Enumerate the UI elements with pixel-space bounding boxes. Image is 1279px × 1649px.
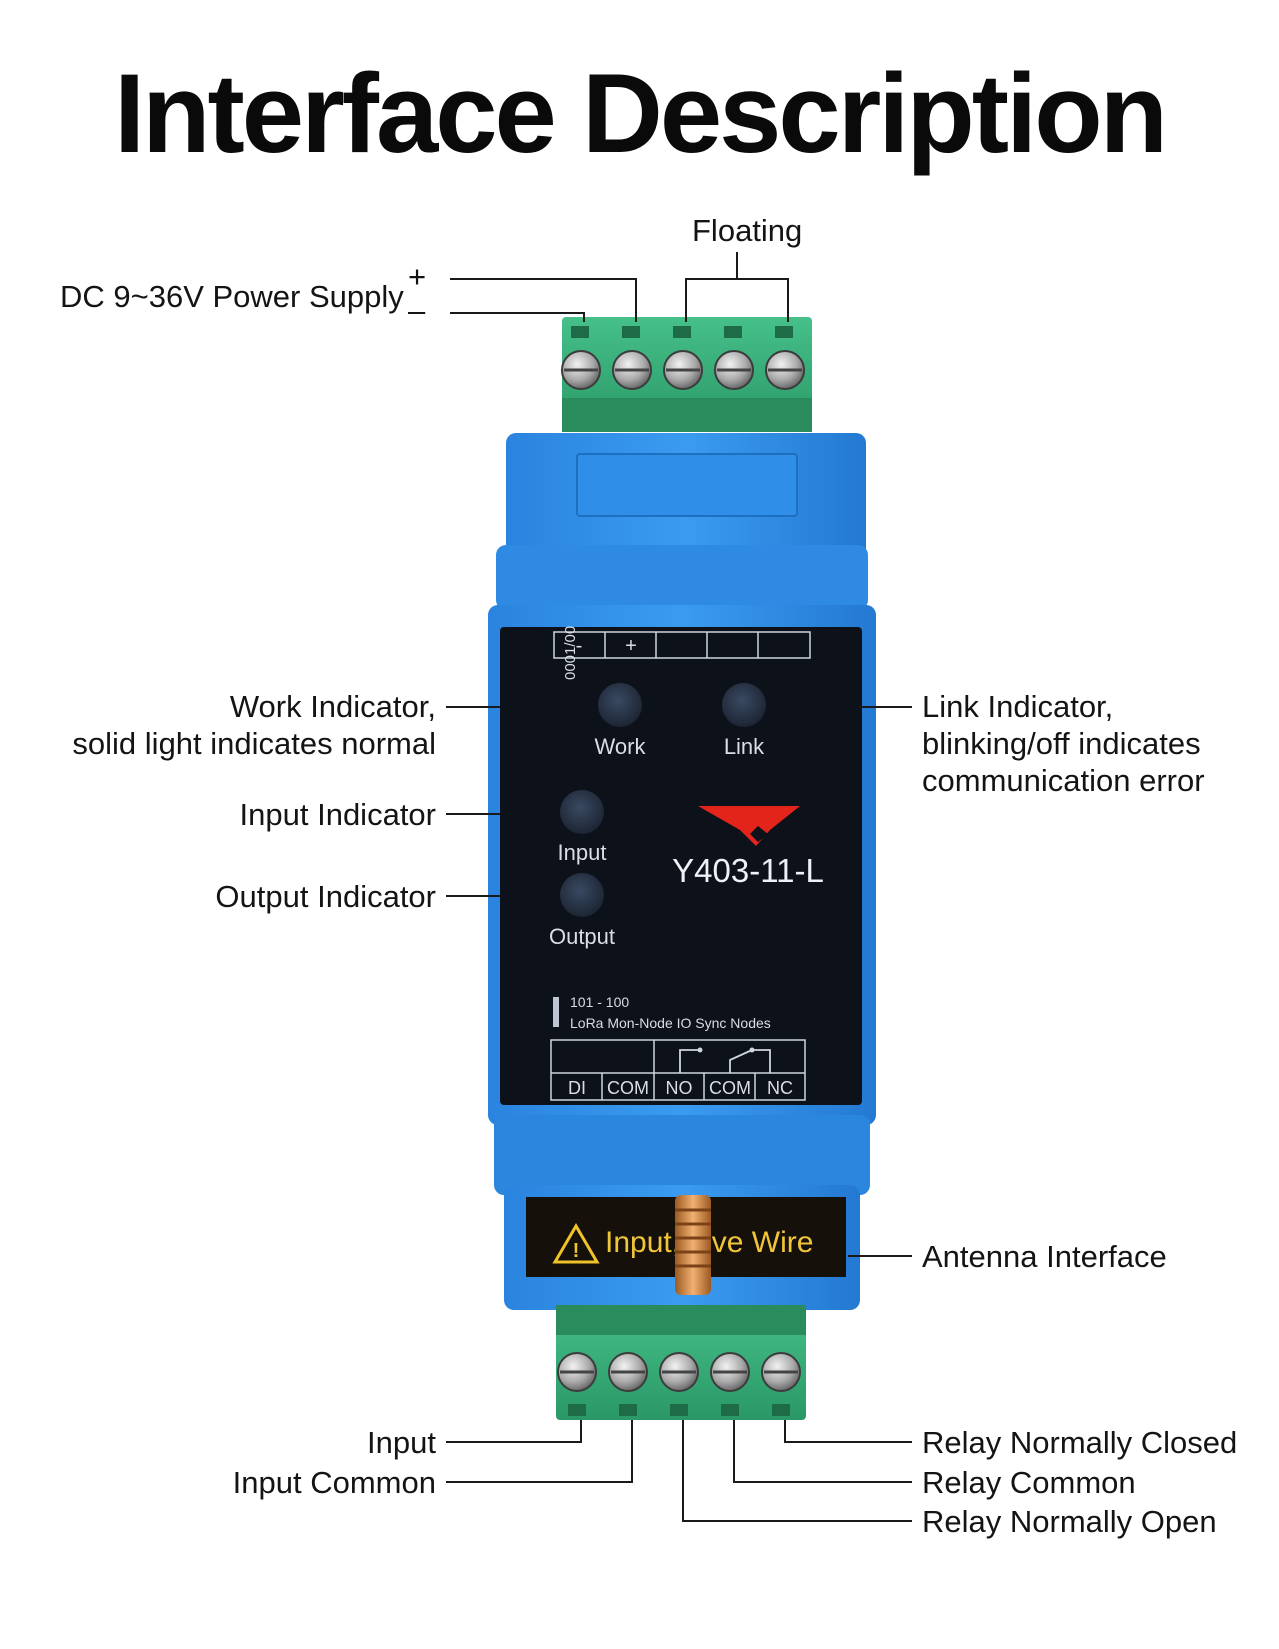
link-indicator-label-3: communication error: [922, 763, 1205, 798]
leader-relay-common: [733, 1420, 912, 1483]
input-led-label: Input: [558, 840, 607, 865]
work-indicator-label-1: Work Indicator,: [229, 689, 436, 724]
small-print-2: LoRa Mon-Node IO Sync Nodes: [570, 1015, 771, 1031]
link-led: [722, 683, 766, 727]
page-title: Interface Description: [113, 51, 1168, 176]
output-led-label: Output: [549, 924, 615, 949]
antenna-interface-label: Antenna Interface: [922, 1239, 1167, 1274]
link-led-label: Link: [724, 734, 765, 759]
leader-power-plus: [450, 278, 637, 322]
link-indicator-label-1: Link Indicator,: [922, 689, 1114, 724]
leader-floating: [685, 278, 789, 322]
top-terminal-slots: [571, 326, 793, 338]
bottom-terminal-label: NO: [666, 1078, 693, 1098]
bottom-terminal-legend: [550, 1039, 806, 1101]
relay-nc-label: Relay Normally Closed: [922, 1425, 1238, 1460]
relay-no-label: Relay Normally Open: [922, 1504, 1217, 1539]
leader-relay-nc: [784, 1420, 912, 1443]
minus-sign: –: [408, 293, 426, 328]
floating-label: Floating: [692, 213, 803, 248]
input-label: Input: [367, 1425, 436, 1460]
work-led-label: Work: [595, 734, 647, 759]
relay-symbol-icon: [679, 1049, 771, 1073]
bottom-terminal-label: COM: [607, 1078, 649, 1098]
link-indicator-label-2: blinking/off indicates: [922, 726, 1201, 761]
svg-text:!: !: [573, 1240, 580, 1262]
front-panel: - + 0001/00 Work Link Input Output Y403-…: [500, 626, 862, 1105]
model-number: Y403-11-L: [672, 852, 824, 889]
leader-lines: [446, 252, 912, 1522]
input-common-label: Input Common: [232, 1465, 436, 1500]
top-screw-icons: [561, 350, 805, 390]
plus-sign: +: [408, 259, 427, 294]
power-supply-label: DC 9~36V Power Supply: [60, 279, 404, 314]
output-led: [560, 873, 604, 917]
leader-input: [446, 1420, 582, 1443]
bottom-terminal-label: COM: [709, 1078, 751, 1098]
input-indicator-label: Input Indicator: [239, 797, 436, 832]
side-code: 0001/00: [562, 626, 579, 680]
top-terminal-label: +: [625, 635, 637, 657]
top-terminal-legend: [553, 631, 811, 659]
output-indicator-label: Output Indicator: [215, 879, 436, 914]
bottom-terminal-label: DI: [568, 1078, 586, 1098]
relay-common-label: Relay Common: [922, 1465, 1136, 1500]
small-print-1: 101 - 100: [570, 994, 629, 1010]
bottom-terminal-slots: [568, 1404, 790, 1416]
leader-input-common: [446, 1420, 633, 1483]
bottom-screw-icons: [557, 1352, 801, 1392]
input-led: [560, 790, 604, 834]
brand-logo-icon: [698, 806, 800, 846]
leader-relay-no: [682, 1420, 912, 1522]
antenna-connector-icon: [675, 1195, 711, 1295]
leader-power-minus: [450, 312, 585, 322]
bottom-terminal-block: [556, 1305, 806, 1420]
work-indicator-label-2: solid light indicates normal: [72, 726, 436, 761]
warning-icon: [552, 1223, 600, 1264]
work-led: [598, 683, 642, 727]
top-terminal-block: [561, 317, 812, 432]
top-terminal-label: -: [576, 635, 583, 657]
bottom-terminal-label: NC: [767, 1078, 793, 1098]
